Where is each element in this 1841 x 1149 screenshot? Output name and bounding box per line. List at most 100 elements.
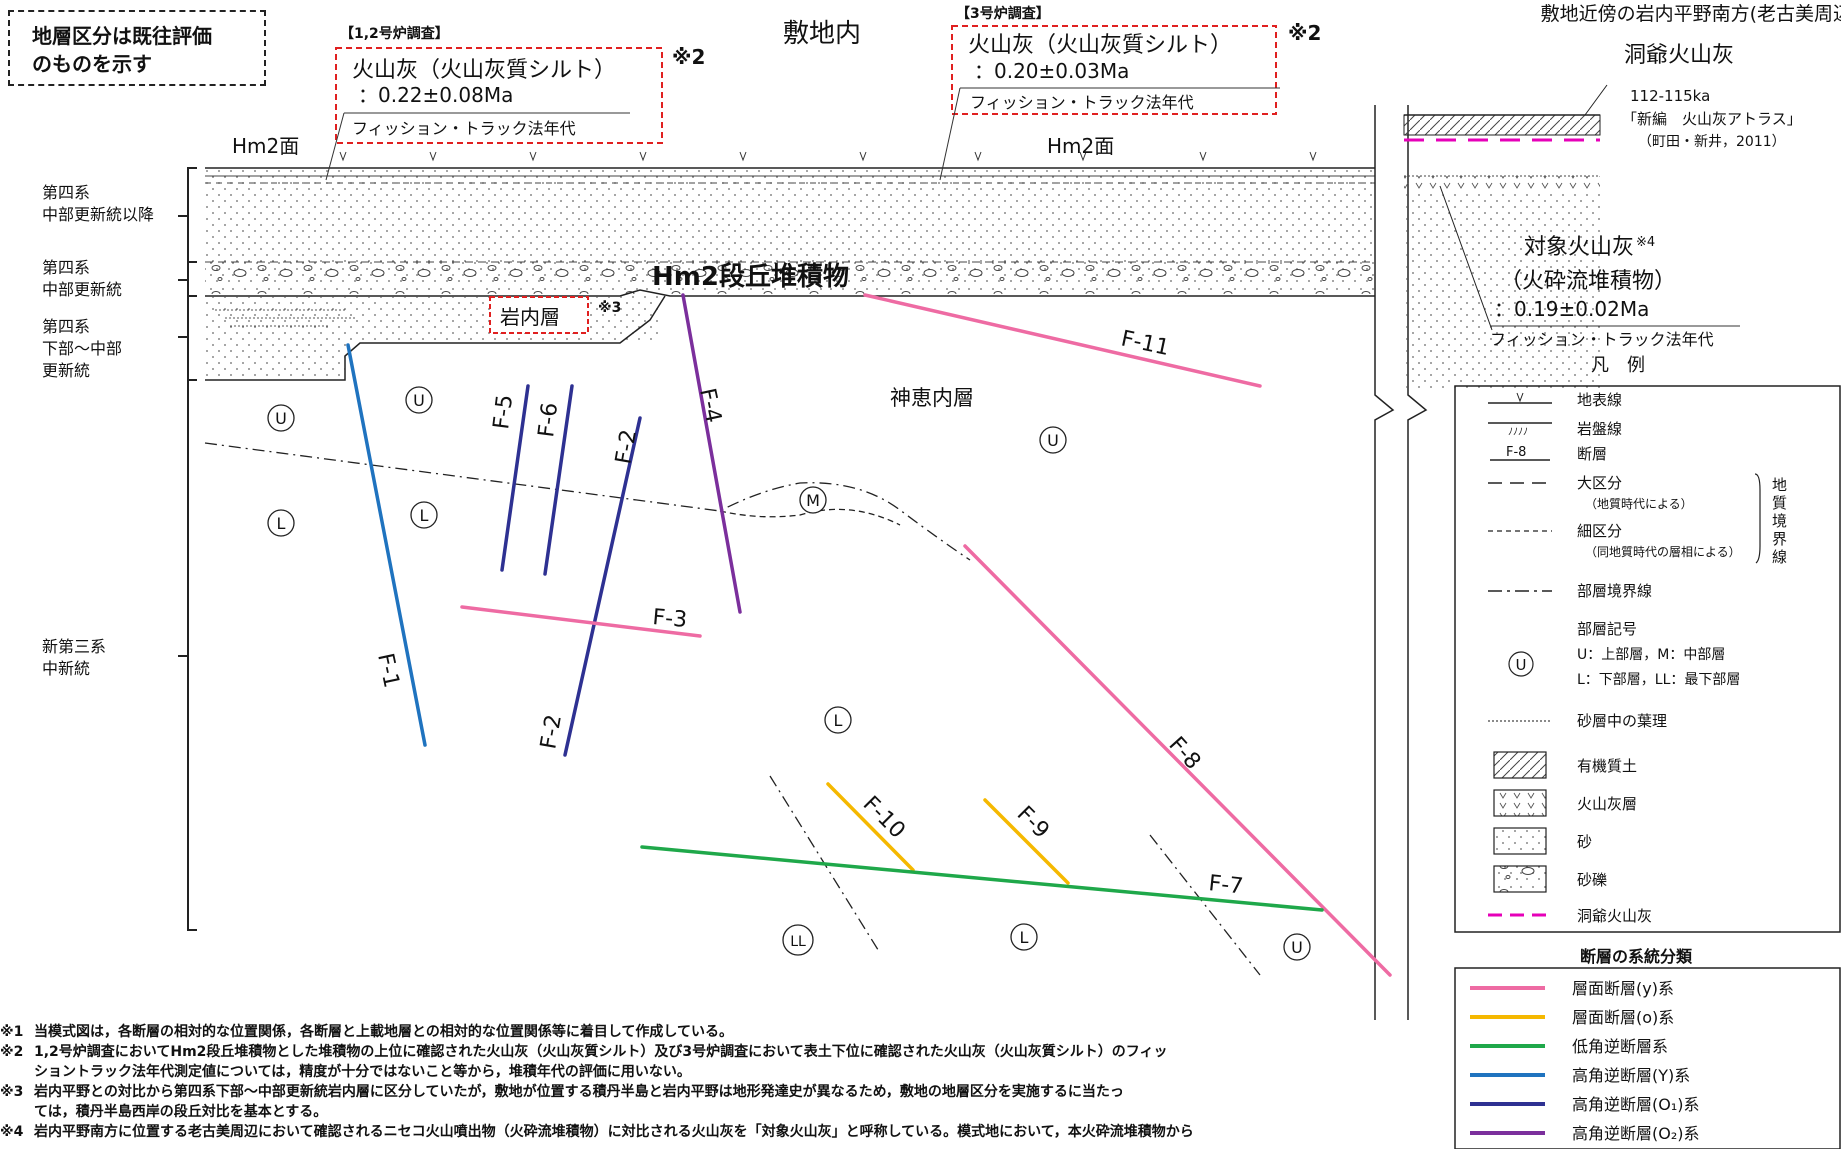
unit-mark-u-2: U [405,386,433,414]
legend-minor: 細区分 [1577,522,1622,540]
iwanai-label: 岩内層 [500,305,560,329]
faults [346,293,1392,977]
svg-text:U: U [1047,431,1059,450]
footnote-2-cont: ショントラック法年代測定値については，精度が十分ではないこと等から，堆積年代の評… [34,1064,691,1080]
legend-surface: 地表線 [1577,391,1622,409]
legend-title: 凡 例 [1591,355,1645,376]
fault-f11-line [863,293,1262,388]
target-ash-age: ：0.19±0.02Ma [1494,297,1649,321]
fault-f4-line [681,293,742,614]
svg-text:LL: LL [790,934,806,950]
svg-text:U: U [275,409,287,428]
svg-text:M: M [806,491,820,510]
legend-organic: 有機質土 [1577,757,1637,775]
survey-3-line1: 火山灰（火山灰質シルト） [968,33,1232,58]
legend-fault-symbol: F-8 [1506,445,1526,460]
fault-f2-line [563,416,642,757]
kamoenai-label: 神恵内層 [890,386,974,410]
survey-3-mark: ※2 [1288,21,1321,45]
fault-label-f6: F-6 [534,401,563,438]
iwanai-mark: ※3 [598,300,621,316]
fault-legend-label: 層面断層(o)系 [1572,1008,1674,1027]
fault-label-f8: F-8 [1164,732,1206,774]
survey-3-tag: 【3号炉調査】 [956,5,1050,22]
svg-text:地: 地 [1772,476,1787,494]
nearby-title: 敷地近傍の岩内平野南方(老古美周辺) [1541,3,1841,25]
fault-label-f7: F-7 [1207,871,1244,899]
fault-label-f2-lower: F-2 [536,713,567,751]
svg-text:U: U [1291,938,1303,957]
survey-12-line2: ：0.22±0.08Ma [358,83,513,107]
unit-mark-l-3: L [824,706,852,734]
fault-label-f9: F-9 [1012,802,1054,844]
note-box: 地層区分は既往評価 のものを示す [8,10,266,86]
legend-boundary-group: 地 質 境 界 線 [1772,476,1787,566]
toya-age: 112-115ka [1630,87,1710,105]
fault-legend-label: 高角逆断層(Y)系 [1572,1066,1690,1085]
survey-12-tag: 【1,2号炉調査】 [340,25,449,42]
unit-mark-l-4: L [1010,923,1038,951]
unit-mark-ll: LL [782,924,814,956]
legend-member-boundary: 部層境界線 [1577,582,1652,600]
survey-3-box: 【3号炉調査】 火山灰（火山灰質シルト） ：0.20±0.03Ma フィッション… [939,5,1321,181]
svg-text:線: 線 [1772,548,1787,566]
site-title: 敷地内 [783,19,861,49]
fault-f1-line [346,343,427,747]
fault-label-f3: F-3 [651,605,688,633]
legend-major: 大区分 [1577,474,1622,492]
strata-3-l2: 下部～中部 [42,339,122,358]
svg-text:L: L [277,514,286,533]
legend: 凡 例 地表線 ﾉﾉﾉﾉ 岩盤線 F-8 断層 大区分 （地質時代による） 細区… [1454,355,1841,933]
survey-12-line1: 火山灰（火山灰質シルト） [352,58,616,83]
bedrock-line [205,295,666,381]
strata-4-l2: 中新統 [42,659,90,678]
svg-text:境: 境 [1772,512,1787,530]
fault-legend-label: 低角逆断層系 [1572,1037,1668,1056]
fault-label-f2-upper: F-2 [611,428,642,466]
fault-f5-line [500,384,530,572]
fault-f3-line [460,605,702,638]
legend-toya: 洞爺火山灰 [1577,907,1652,925]
legend-fault: 断層 [1577,445,1607,463]
legend-lamina: 砂層中の葉理 [1577,712,1667,730]
fault-f10-line [826,782,915,872]
fault-f9-line [983,798,1070,885]
strata-bracket [187,167,197,931]
unit-mark-m: M [799,486,827,514]
footnote-3-cont: ては，積丹半島西岸の段丘対比を基本とする。 [34,1104,328,1120]
note-line-2: のものを示す [32,52,152,76]
survey-3-line2: ：0.20±0.03Ma [974,59,1129,83]
fault-label-f10: F-10 [858,792,910,844]
fault-legend-label: 層面断層(y)系 [1572,979,1674,998]
iwanai-layer [205,296,660,380]
fault-f7-line [640,845,1324,912]
member-symbols: U U U U L L L L M LL [267,386,1311,961]
fault-legend-label: 高角逆断層(O₂)系 [1572,1124,1700,1143]
legend-minor-sub: （同地質時代の層相による） [1585,544,1741,559]
member-boundary-lower-2 [1149,834,1261,976]
svg-text:L: L [420,506,429,525]
note-line-1: 地層区分は既往評価 [32,24,212,48]
unit-mark-l-1: L [267,509,295,537]
legend-member-desc2: L：下部層，LL：最下部層 [1577,672,1740,688]
svg-text:ﾉﾉﾉﾉ: ﾉﾉﾉﾉ [1508,427,1528,438]
survey-12-box: 【1,2号炉調査】 火山灰（火山灰質シルト） ：0.22±0.08Ma フィッシ… [325,25,705,181]
unit-mark-l-2: L [410,501,438,529]
unit-mark-u-3: U [1039,426,1067,454]
legend-member-symbol: 部層記号 [1577,620,1637,638]
legend-ash: 火山灰層 [1577,795,1637,813]
unit-mark-u-4: U [1283,933,1311,961]
fault-legend-label: 高角逆断層(O₁)系 [1572,1095,1700,1114]
svg-text:L: L [834,711,843,730]
legend-member-circle: U [1516,656,1527,674]
unit-mark-u-1: U [267,404,295,432]
legend-major-sub: （地質時代による） [1585,496,1693,511]
fault-legend: 断層の系統分類 層面断層(y)系層面断層(o)系低角逆断層系高角逆断層(Y)系高… [1454,947,1841,1149]
svg-text:U: U [413,391,425,410]
strata-2-l1: 第四系 [42,258,90,277]
legend-gravel: 砂礫 [1577,871,1607,889]
